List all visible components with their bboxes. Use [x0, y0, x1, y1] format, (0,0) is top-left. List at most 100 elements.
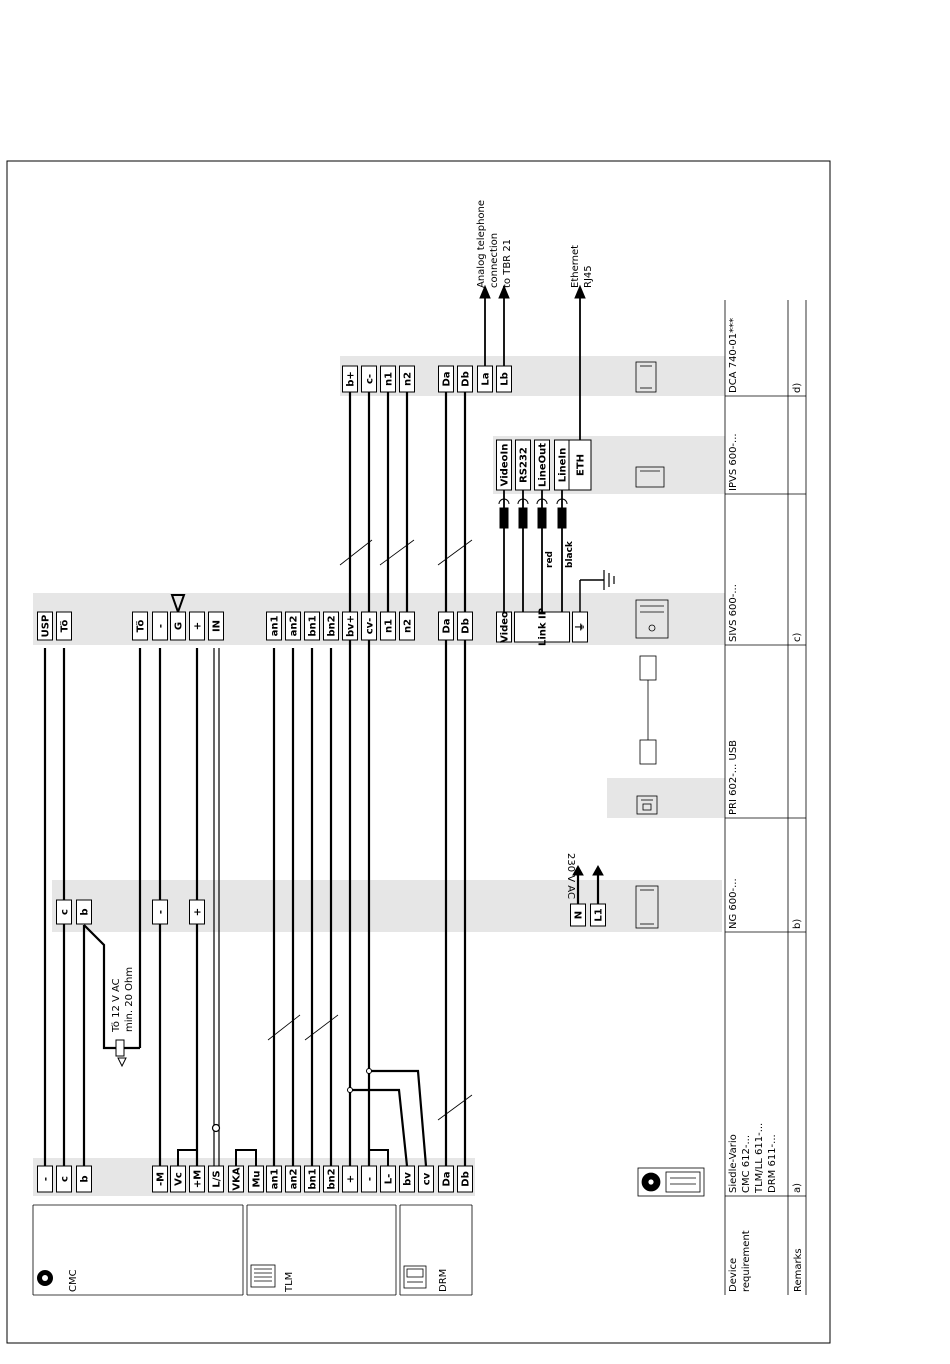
col-a-device-1: Siedle-Vario: [728, 1134, 739, 1193]
svg-text:Tö: Tö: [60, 619, 71, 632]
svg-text:La: La: [481, 372, 492, 385]
arrow-l1: [592, 864, 604, 876]
svg-text:Vc: Vc: [174, 1172, 185, 1186]
remark-a: a): [792, 1183, 803, 1193]
terminal-vario-1: c: [56, 1165, 72, 1193]
annotations: Tö 12 V AC min. 20 Ohm 230 V AC red blac…: [111, 200, 594, 1033]
col-pri-device: PRI 602-... USB: [728, 740, 739, 815]
twist-mark-3: [339, 539, 373, 566]
terminal-ng-4: N: [570, 903, 586, 927]
terminal-sivs-3: -: [152, 611, 168, 641]
svg-text:b: b: [80, 1175, 91, 1182]
svg-text:+M: +M: [193, 1170, 204, 1188]
device-requirement-label-1: Device: [728, 1258, 739, 1292]
svg-text:IN: IN: [212, 620, 223, 632]
vario-panel-icon: [637, 1167, 705, 1197]
bridge-g: [170, 594, 186, 613]
plug-linein: [557, 507, 567, 529]
svg-text:b: b: [80, 908, 91, 915]
terminal-vario-4: Vc: [170, 1165, 186, 1193]
svg-text:+: +: [193, 908, 204, 916]
remark-c: c): [792, 633, 803, 642]
svg-text:bn1: bn1: [308, 1168, 319, 1189]
junction-cv: [366, 1068, 372, 1074]
terminal-sivs-15: Da: [438, 611, 454, 641]
terminal-sivs-18: Link IP: [514, 608, 570, 646]
svg-text:Mu: Mu: [252, 1170, 263, 1187]
svg-text:bn2: bn2: [327, 615, 338, 636]
svg-text:Db: Db: [461, 618, 472, 633]
svg-text:n2: n2: [403, 372, 414, 386]
terminal-ipvs-3: LineIn: [554, 439, 570, 491]
bridge-minus-l: [368, 1149, 389, 1166]
svg-text:-: -: [41, 1177, 52, 1181]
terminal-vario-0: -: [37, 1165, 53, 1193]
terminal-vario-17: cv: [418, 1165, 434, 1193]
svg-text:USP: USP: [41, 615, 52, 638]
twist-mark-1: [304, 1014, 339, 1041]
svg-text:b+: b+: [346, 371, 357, 387]
cmc-device-icon: [37, 1270, 53, 1286]
terminal-dca-5: Db: [457, 365, 473, 393]
terminal-vario-16: bv: [399, 1165, 415, 1193]
jack-video: [498, 498, 510, 505]
mains-label: 230 V AC: [565, 853, 576, 899]
arrow-eth: [574, 284, 586, 299]
terminal-vario-19: Db: [457, 1165, 473, 1193]
terminal-sivs-11: bv+: [342, 611, 358, 641]
terminal-sivs-13: n1: [380, 611, 396, 641]
terminal-vario-5: +M: [189, 1165, 205, 1193]
analog-label-3: to TBR 21: [502, 239, 513, 288]
terminal-vario-3: -M: [152, 1165, 168, 1193]
terminal-dca-7: Lb: [496, 365, 512, 393]
terminal-sivs-8: an2: [285, 611, 301, 641]
arrow-lb: [498, 284, 510, 299]
jack-rs232: [517, 498, 529, 505]
svg-text:Lb: Lb: [500, 372, 511, 386]
terminal-vario-8: Mu: [248, 1165, 264, 1193]
pri-device-bar: [607, 778, 725, 818]
terminal-dca-6: La: [477, 365, 493, 393]
terminal-sivs-10: bn2: [323, 611, 339, 641]
svg-text:-M: -M: [156, 1172, 167, 1186]
resistor: [115, 1039, 125, 1057]
svg-text:c: c: [60, 1176, 71, 1182]
svg-text:an2: an2: [289, 1169, 300, 1190]
remark-b: b): [792, 919, 803, 929]
svg-text:ETH: ETH: [576, 454, 587, 476]
svg-text:bv: bv: [403, 1172, 414, 1186]
terminal-dca-2: n1: [380, 365, 396, 393]
bridge-vc-m: [177, 1149, 198, 1166]
svg-text:Da: Da: [442, 618, 453, 633]
plug-rs232: [518, 507, 528, 529]
svg-text:bn1: bn1: [308, 615, 319, 636]
sivs-device-icon: [635, 599, 669, 639]
to-note-line2: min. 20 Ohm: [124, 967, 135, 1032]
terminal-sivs-16: Db: [457, 611, 473, 641]
svg-text:n1: n1: [384, 619, 395, 633]
terminal-vario-12: bn2: [323, 1165, 339, 1193]
to-note-line1: Tö 12 V AC: [111, 978, 122, 1033]
terminal-sivs-14: n2: [399, 611, 415, 641]
svg-text:bn2: bn2: [327, 1168, 338, 1189]
bridge-vka-mu: [235, 1149, 257, 1166]
svg-text:Db: Db: [461, 371, 472, 386]
remark-d: d): [792, 383, 803, 393]
terminal-ng-2: -: [152, 899, 168, 925]
wire-bv-route: [350, 1088, 409, 1167]
svg-text:Video: Video: [500, 611, 511, 643]
terminal-vario-13: +: [342, 1165, 358, 1193]
svg-text:Da: Da: [442, 1171, 453, 1186]
svg-text:L1: L1: [594, 908, 605, 921]
svg-text:⏚: ⏚: [575, 622, 587, 632]
terminal-sivs-5: +: [189, 611, 205, 641]
ethernet-label-2: RJ45: [583, 265, 594, 288]
terminal-sivs-6: IN: [208, 611, 224, 641]
terminal-sivs-7: an1: [266, 611, 282, 641]
junction-bv: [347, 1087, 353, 1093]
arrow-la: [479, 284, 491, 299]
terminal-ng-5: L1: [590, 903, 606, 927]
svg-text:Db: Db: [461, 1171, 472, 1186]
